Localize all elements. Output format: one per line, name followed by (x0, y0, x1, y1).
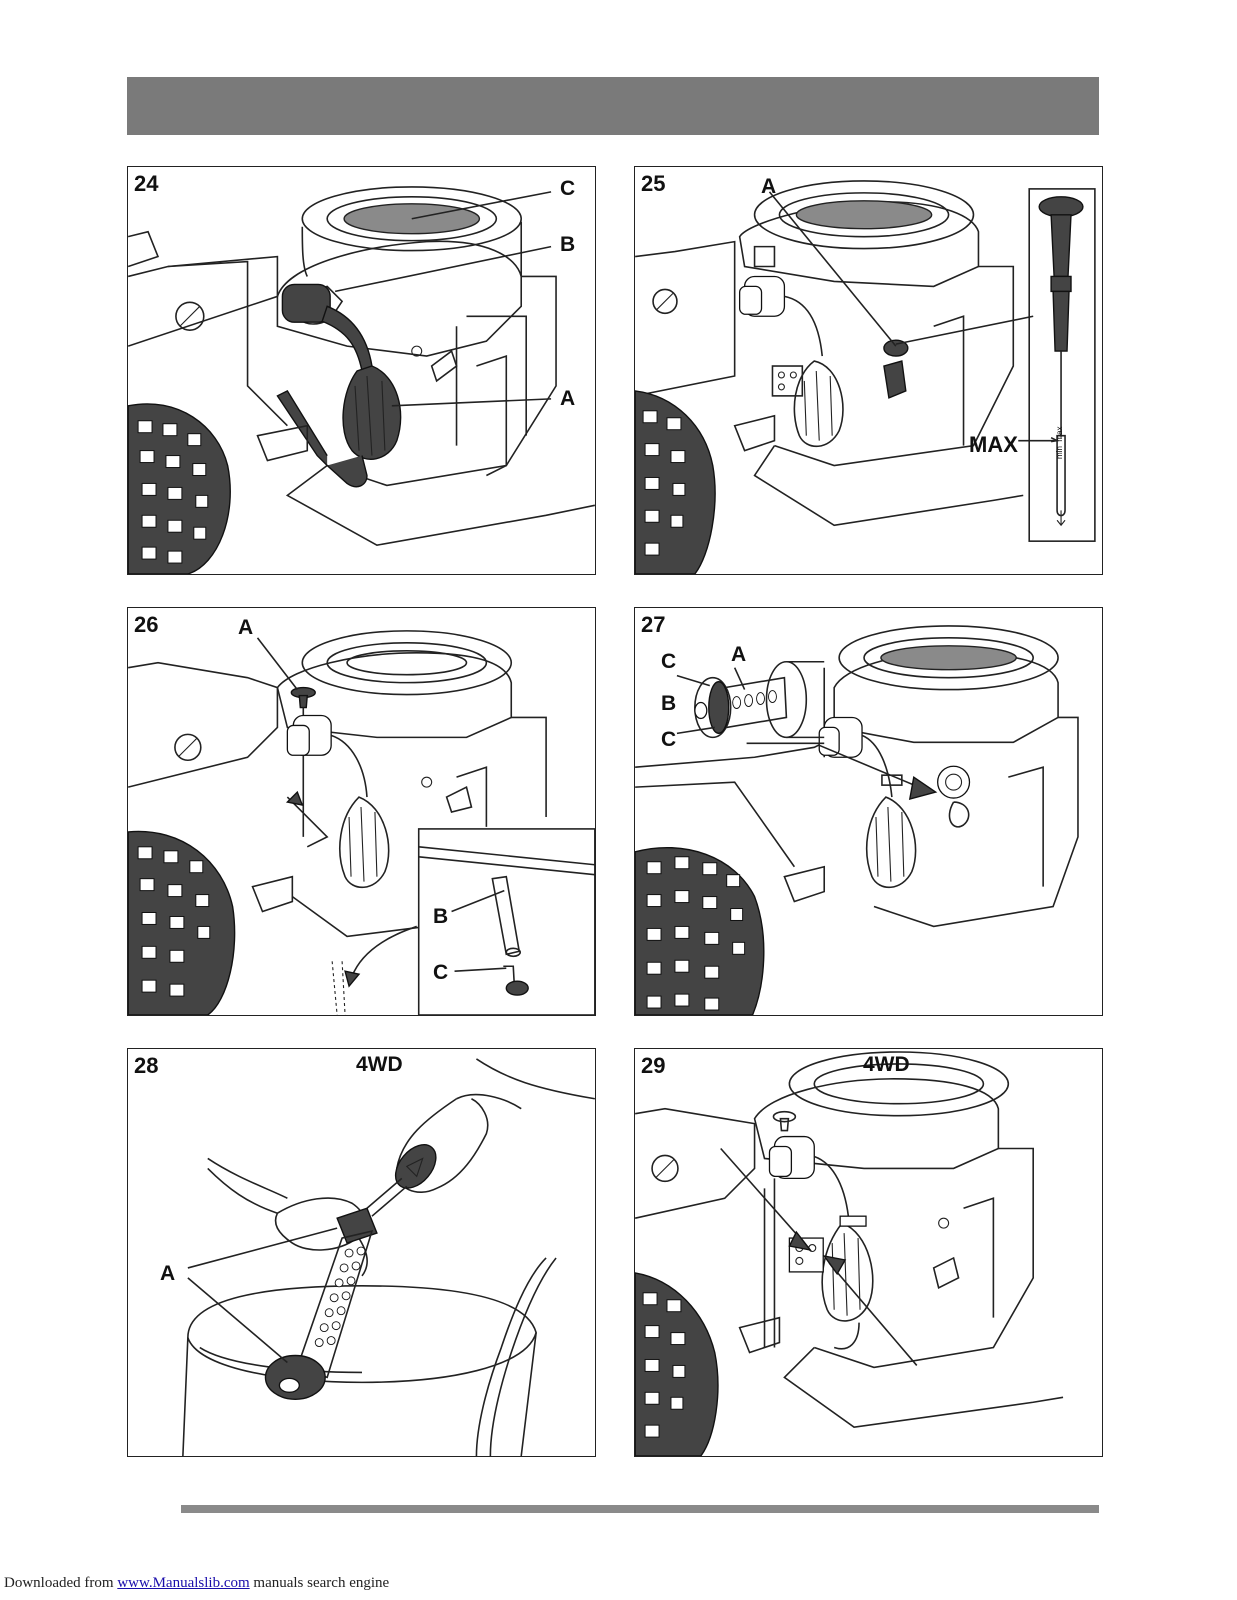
callout-c-bottom: C (661, 728, 677, 751)
figure-25: 25 A MAX min max (634, 166, 1103, 575)
figure-number: 29 (641, 1053, 666, 1078)
callout-b: B (560, 233, 576, 256)
figure-tag: 4WD (356, 1053, 403, 1076)
figure-24: 24 C B A (127, 166, 596, 575)
figure-28-illustration (182, 1058, 595, 1456)
source-prefix: Downloaded from (4, 1575, 118, 1591)
figure-number: 26 (134, 612, 159, 637)
manualslib-link[interactable]: www.Manualslib.com (117, 1575, 250, 1591)
figure-27: 27 C A B C (634, 607, 1103, 1016)
source-line: Downloaded from www.Manualslib.com manua… (4, 1575, 389, 1592)
callout-a: A (160, 1262, 176, 1285)
callout-b: B (661, 692, 677, 715)
dipstick-scale: min max (1055, 426, 1064, 459)
figure-number: 28 (134, 1053, 159, 1078)
figure-26-illustration (128, 630, 595, 1015)
header-bar (127, 77, 1099, 135)
callout-c-top: C (661, 650, 677, 673)
callout-max: MAX (969, 432, 1018, 457)
figure-27-illustration (635, 625, 1079, 1015)
figure-29-illustration (635, 1051, 1064, 1456)
figure-28: 28 4WD A (127, 1048, 596, 1457)
figure-29: 29 4WD (634, 1048, 1103, 1457)
callout-c: C (560, 177, 576, 200)
figure-number: 27 (641, 612, 666, 637)
callout-a: A (238, 616, 254, 639)
figure-24-illustration (128, 186, 595, 574)
figure-25-illustration (635, 180, 1096, 574)
source-suffix: manuals search engine (249, 1575, 390, 1591)
callout-a: A (761, 175, 777, 198)
figure-tag: 4WD (863, 1053, 910, 1076)
figure-number: 25 (641, 171, 666, 196)
callout-a: A (560, 387, 576, 410)
figure-26: 26 A B C (127, 607, 596, 1016)
footer-rule (181, 1505, 1099, 1513)
callout-c: C (433, 961, 449, 984)
callout-b: B (433, 905, 449, 928)
callout-a: A (731, 643, 747, 666)
figure-number: 24 (134, 171, 159, 196)
